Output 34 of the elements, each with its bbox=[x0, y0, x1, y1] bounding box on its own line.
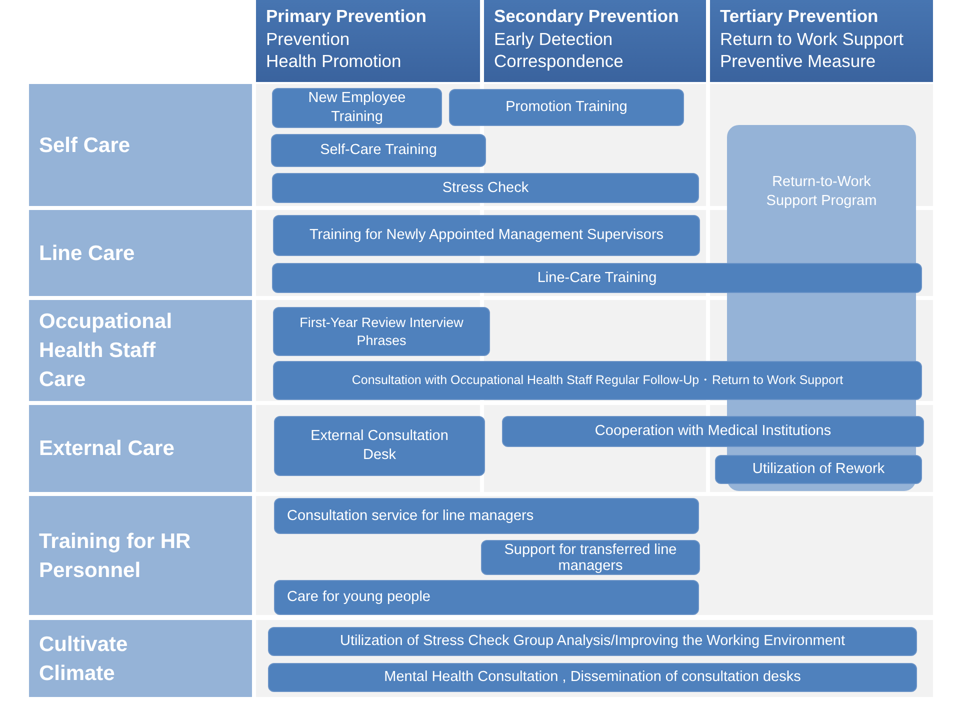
column-title: Primary Prevention bbox=[266, 5, 428, 28]
program-bar: New Employee Training bbox=[272, 88, 442, 128]
column-subtitle: Prevention bbox=[266, 28, 351, 50]
column-subtitle: Early Detection bbox=[494, 28, 614, 50]
program-bar: Utilization of Stress Check Group Analysis/Improving the Working Environment bbox=[268, 627, 917, 656]
column-header bbox=[484, 0, 706, 82]
column-subtitle: Return to Work Support bbox=[720, 28, 905, 50]
row-header: Line Care bbox=[29, 210, 252, 296]
column-title: Tertiary Prevention bbox=[720, 5, 880, 28]
program-bar: Cooperation with Medical Institutions bbox=[502, 416, 924, 447]
program-bar: First-Year Review Interview Phrases bbox=[273, 307, 490, 356]
program-bar: Promotion Training bbox=[449, 89, 684, 126]
program-bar: Support for transferred line managers bbox=[481, 540, 700, 575]
column-title: Secondary Prevention bbox=[494, 5, 680, 28]
program-bar: Consultation service for line managers bbox=[274, 498, 699, 534]
column-header bbox=[710, 0, 933, 82]
program-bar: Care for young people bbox=[274, 580, 699, 615]
program-bar: Consultation with Occupational Health Staff Regular Follow-Up・Return to Work Support bbox=[273, 361, 922, 400]
column-subtitle: Health Promotion bbox=[266, 50, 402, 72]
row-header: External Care bbox=[29, 405, 252, 492]
program-bar: Self-Care Training bbox=[271, 134, 486, 167]
program-bar: Line-Care Training bbox=[272, 263, 922, 293]
program-bar: Mental Health Consultation , Dissemination of consultation desks bbox=[268, 663, 917, 692]
program-bar: External Consultation Desk bbox=[274, 416, 485, 476]
row-header: Self Care bbox=[29, 84, 252, 206]
program-bar: Utilization of Rework bbox=[715, 455, 922, 484]
column-subtitle: Preventive Measure bbox=[720, 50, 877, 72]
row-header: Cultivate Climate bbox=[29, 620, 252, 697]
column-header bbox=[256, 0, 480, 82]
column-subtitle: Correspondence bbox=[494, 50, 624, 72]
program-bar: Stress Check bbox=[272, 173, 699, 203]
program-bar: Training for Newly Appointed Management Supervisors bbox=[273, 215, 700, 256]
row-header: Occupational Health Staff Care bbox=[29, 300, 252, 401]
row-header: Training for HR Personnel bbox=[29, 496, 252, 615]
